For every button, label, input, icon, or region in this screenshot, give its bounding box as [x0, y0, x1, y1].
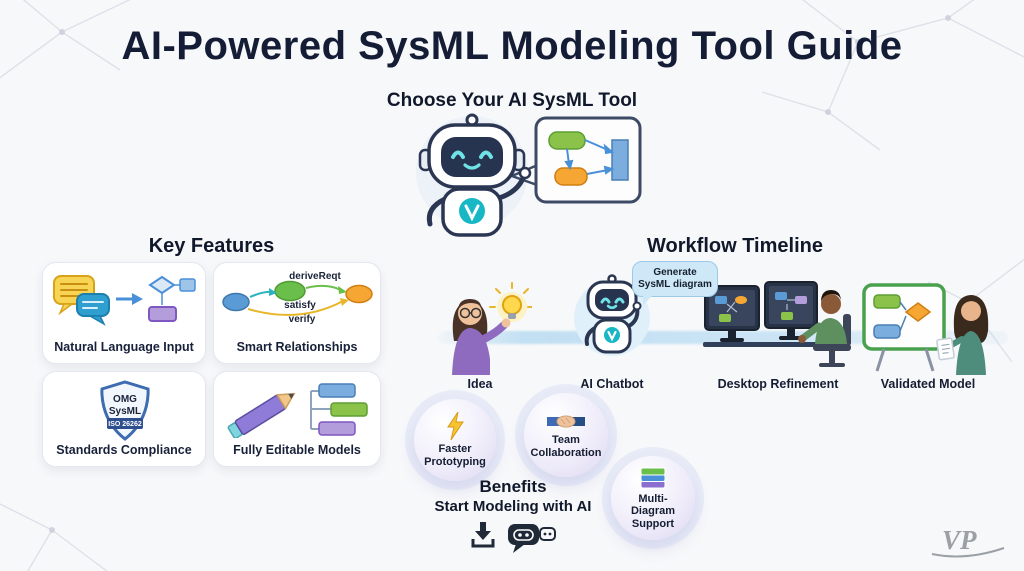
lightning-icon — [447, 412, 464, 441]
ai-chatbot-robot — [574, 274, 650, 356]
standards-shield-icon: OMG SysML ISO 26262 — [100, 380, 150, 441]
chatbot-message-icon — [508, 524, 556, 553]
relationship-label-verify: verify — [289, 314, 316, 325]
relationship-label-satisfy: satisfy — [284, 300, 316, 311]
feature-card-editable-models: Fully Editable Models — [213, 371, 381, 467]
feature-label: Natural Language Input — [54, 340, 194, 354]
benefits-heading: Benefits — [479, 477, 547, 496]
page-title: AI-Powered SysML Modeling Tool Guide — [121, 24, 903, 68]
benefit-label: Multi-Diagram Support — [630, 493, 676, 530]
validated-diagram-board — [862, 283, 989, 375]
robot-face-screen — [441, 137, 503, 177]
vp-badge-mark — [464, 204, 480, 222]
workflow-timeline-heading: Workflow Timeline — [647, 235, 823, 257]
relationship-label-derivereqt: deriveReqt — [289, 271, 341, 282]
chat-to-diagram-icon — [53, 275, 196, 326]
robot-hand — [518, 166, 532, 180]
step-label-idea: Idea — [467, 377, 493, 391]
benefit-faster-prototyping: Faster Prototyping — [414, 399, 496, 481]
shield-text-omg: OMG — [113, 394, 137, 405]
choose-tool-subtitle: Choose Your AI SysML Tool — [386, 90, 638, 111]
robot-happy-eyes — [451, 150, 493, 170]
chatbot-speech-bubble: Generate SysML diagram — [632, 261, 718, 305]
key-features-heading: Key Features — [148, 235, 275, 257]
step-label-desktop-refinement: Desktop Refinement — [717, 377, 839, 391]
feature-card-smart-relationships: deriveReqt satisfy verify Smart Relation… — [213, 262, 381, 364]
relationship-arrows-icon: deriveReqt satisfy verify — [222, 271, 373, 325]
benefit-label: Team Collaboration — [530, 434, 602, 459]
pencil-diagram-icon — [227, 383, 368, 438]
vp-logo: VP — [931, 525, 1005, 558]
shield-text-sysml: SysML — [109, 406, 141, 417]
robot-mascot-illustration — [416, 113, 642, 237]
robot-chest-vp-badge — [459, 198, 485, 224]
mini-diagram-blue-node — [611, 139, 629, 181]
idea-person-lightbulb — [452, 282, 532, 375]
vp-logo-text: VP — [942, 525, 977, 555]
mini-diagram-orange-node — [554, 167, 588, 186]
feature-label: Smart Relationships — [236, 340, 358, 354]
start-modeling-cta: Start Modeling with AI — [434, 498, 592, 515]
layers-icon — [640, 467, 666, 489]
benefit-multi-diagram-support: Multi-Diagram Support — [611, 456, 695, 540]
benefit-label: Faster Prototyping — [424, 443, 486, 468]
shield-text-iso: ISO 26262 — [108, 421, 142, 428]
handshake-icon — [547, 415, 585, 428]
step-label-ai-chatbot: AI Chatbot — [580, 377, 644, 391]
person-at-desktop — [703, 281, 851, 367]
step-label-validated-model: Validated Model — [880, 377, 976, 391]
feature-card-natural-language: Natural Language Input — [42, 262, 206, 364]
mini-diagram-green-node — [548, 131, 586, 150]
feature-label: Fully Editable Models — [233, 443, 361, 457]
mini-diagram-arrows — [564, 139, 615, 175]
download-icon — [471, 522, 495, 548]
feature-card-standards-compliance: OMG SysML ISO 26262 Standards Compliance — [42, 371, 206, 467]
feature-label: Standards Compliance — [56, 443, 192, 457]
benefit-team-collaboration: Team Collaboration — [524, 393, 608, 477]
